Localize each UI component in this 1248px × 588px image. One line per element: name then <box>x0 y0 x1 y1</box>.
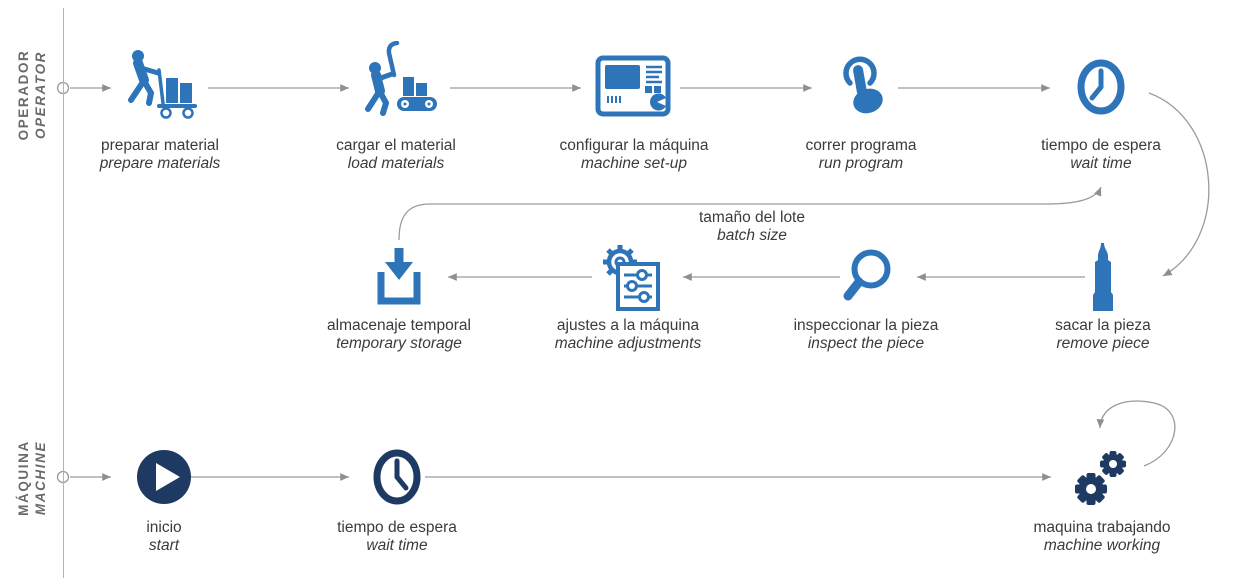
label-primary: preparar material <box>100 137 219 154</box>
lane-divider-line <box>63 8 64 578</box>
loop-label-primary: tamaño del lote <box>699 209 805 226</box>
node-label: ajustes a la máquina machine adjustments <box>555 317 701 353</box>
arrow-wait-to-remove-arc <box>1148 92 1210 277</box>
label-primary: almacenaje temporal <box>327 317 471 334</box>
label-secondary: temporary storage <box>336 335 462 352</box>
clock-icon <box>991 40 1211 134</box>
operator-lane-label-secondary: OPERATOR <box>33 50 48 140</box>
operator-lane-label-primary: OPERADOR <box>16 49 31 141</box>
node-label: almacenaje temporal temporary storage <box>327 317 471 353</box>
label-secondary: load materials <box>347 155 445 172</box>
node-label: configurar la máquina machine set-up <box>559 137 708 173</box>
node-prepare-material: preparar material prepare materials <box>50 40 270 173</box>
node-label: inspeccionar la pieza inspect the piece <box>794 317 939 353</box>
node-label: inicio start <box>146 519 181 555</box>
label-secondary: remove piece <box>1056 335 1150 352</box>
batch-size-loop-label: tamaño del lote batch size <box>642 209 862 245</box>
label-primary: inspeccionar la pieza <box>793 317 939 334</box>
node-label: maquina trabajando machine working <box>1033 519 1170 555</box>
label-secondary: wait time <box>1070 155 1132 172</box>
label-secondary: machine adjustments <box>554 335 702 352</box>
arrow-working-self-loop <box>1096 400 1176 467</box>
gears-icon <box>992 438 1212 516</box>
node-label: preparar material prepare materials <box>100 137 221 173</box>
label-secondary: wait time <box>366 537 428 554</box>
label-secondary: machine working <box>1043 537 1161 554</box>
press-button-icon <box>751 40 971 134</box>
label-secondary: run program <box>818 155 904 172</box>
play-icon <box>54 438 274 516</box>
storage-tray-icon <box>289 240 509 314</box>
node-wait-time-machine: tiempo de espera wait time <box>287 438 507 555</box>
node-label: cargar el material load materials <box>336 137 456 173</box>
piece-icon <box>993 240 1213 314</box>
worker-cart-icon <box>50 40 270 134</box>
magnifier-icon <box>756 240 976 314</box>
machine-lane-label: MÁQUINA MACHINE <box>15 393 49 563</box>
label-primary: tiempo de espera <box>337 519 457 536</box>
node-label: sacar la pieza remove piece <box>1055 317 1151 353</box>
node-machine-working: maquina trabajando machine working <box>992 438 1212 555</box>
machine-lane-label-primary: MÁQUINA <box>16 440 31 516</box>
label-primary: cargar el material <box>336 137 456 154</box>
node-run-program: correr programa run program <box>751 40 971 173</box>
worker-conveyor-icon <box>286 40 506 134</box>
label-secondary: inspect the piece <box>807 335 925 352</box>
machine-lane-label-secondary: MACHINE <box>33 440 48 516</box>
gear-sliders-icon <box>518 240 738 314</box>
node-start: inicio start <box>54 438 274 555</box>
label-secondary: prepare materials <box>99 155 221 172</box>
node-load-material: cargar el material load materials <box>286 40 506 173</box>
label-primary: inicio <box>146 519 182 536</box>
node-remove-piece: sacar la pieza remove piece <box>993 240 1213 353</box>
node-label: tiempo de espera wait time <box>1041 137 1161 173</box>
control-panel-icon <box>524 40 744 134</box>
node-machine-adjustments: ajustes a la máquina machine adjustments <box>518 240 738 353</box>
label-primary: correr programa <box>805 137 917 154</box>
label-primary: tiempo de espera <box>1041 137 1161 154</box>
label-primary: configurar la máquina <box>559 137 709 154</box>
node-label: tiempo de espera wait time <box>337 519 457 555</box>
node-label: correr programa run program <box>805 137 916 173</box>
node-wait-time-operator: tiempo de espera wait time <box>991 40 1211 173</box>
node-machine-setup: configurar la máquina machine set-up <box>524 40 744 173</box>
label-secondary: machine set-up <box>581 155 687 172</box>
label-primary: maquina trabajando <box>1033 519 1171 536</box>
node-temporary-storage: almacenaje temporal temporary storage <box>289 240 509 353</box>
loop-label-secondary: batch size <box>717 227 787 244</box>
label-secondary: start <box>148 537 180 554</box>
arrow-storage-to-wait-loop <box>398 186 1102 241</box>
label-primary: ajustes a la máquina <box>556 317 700 334</box>
operator-lane-label: OPERADOR OPERATOR <box>15 10 49 180</box>
clock-navy-icon <box>287 438 507 516</box>
node-inspect-piece: inspeccionar la pieza inspect the piece <box>756 240 976 353</box>
label-primary: sacar la pieza <box>1055 317 1151 334</box>
